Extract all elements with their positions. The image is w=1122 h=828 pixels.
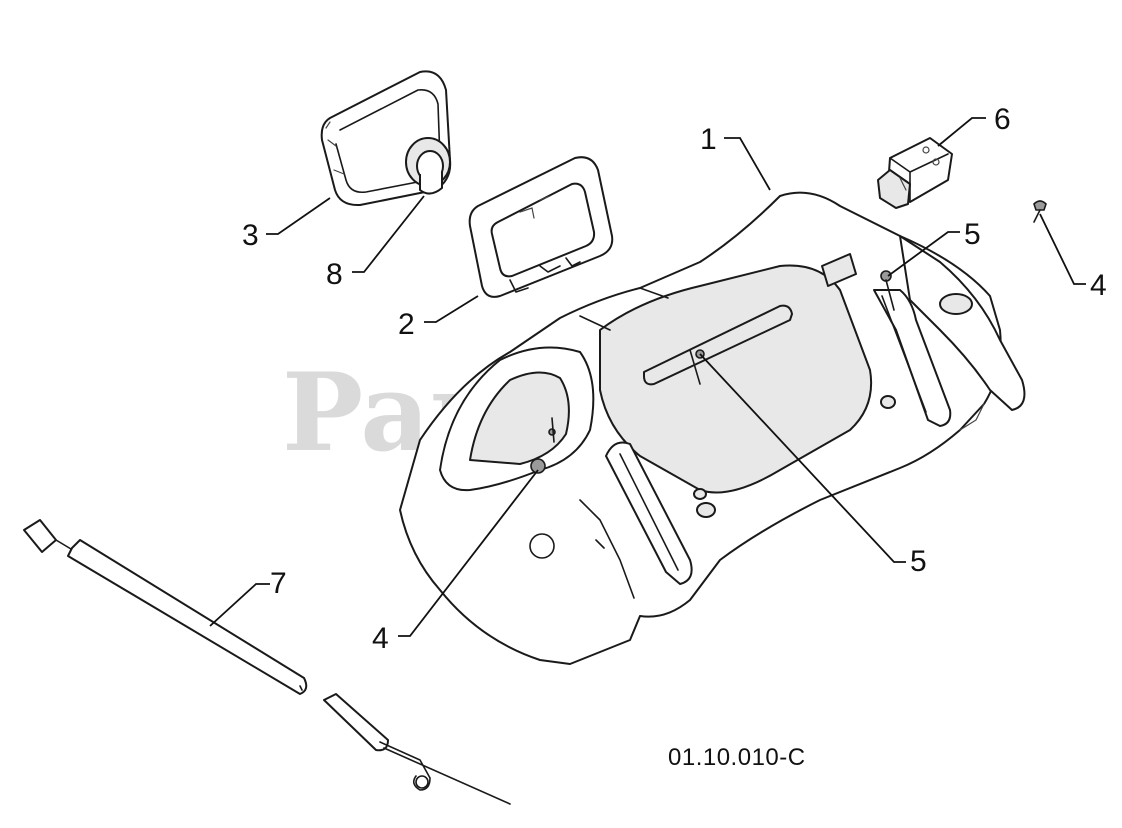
callout-2: 2 (398, 308, 415, 341)
drawing-code: 01.10.010-C (668, 744, 806, 771)
part-screw-top[interactable] (1033, 200, 1047, 223)
part-pin-right[interactable] (880, 270, 895, 311)
leader-4b (1039, 213, 1086, 285)
leader-1 (724, 137, 771, 191)
part-cable[interactable] (23, 519, 511, 805)
callout-4-left: 4 (372, 622, 389, 655)
leader-7 (209, 583, 270, 627)
part-pin-left[interactable] (548, 417, 556, 443)
leader-8 (352, 195, 425, 273)
callout-3: 3 (242, 219, 259, 252)
part-bezel[interactable] (468, 156, 614, 298)
part-headlight[interactable] (320, 70, 452, 207)
callout-7: 7 (270, 567, 287, 600)
callout-4-right: 4 (1090, 269, 1107, 302)
leader-5a (887, 231, 960, 277)
leader-5b (699, 353, 906, 563)
leader-6 (937, 117, 986, 147)
callout-6: 6 (994, 103, 1011, 136)
callout-1: 1 (700, 123, 717, 156)
leader-3 (266, 197, 331, 235)
leader-2 (424, 295, 479, 323)
part-hood[interactable] (399, 191, 1026, 665)
callout-5-center: 5 (910, 545, 927, 578)
callout-8: 8 (326, 258, 343, 291)
part-switch[interactable] (877, 137, 953, 209)
callout-5-right: 5 (964, 218, 981, 251)
leader-4a (398, 469, 539, 637)
